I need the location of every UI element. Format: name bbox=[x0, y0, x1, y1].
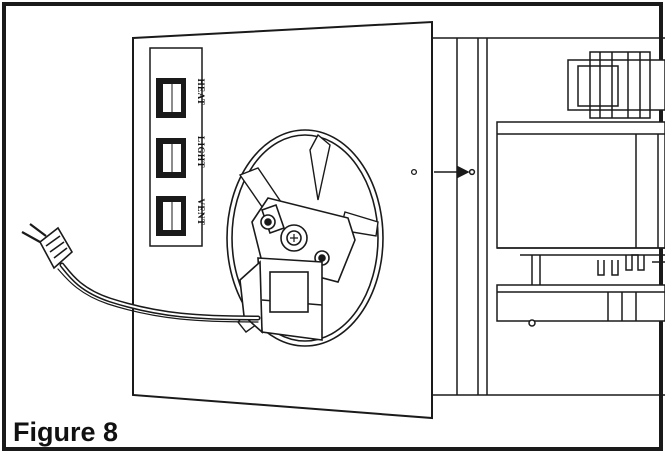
power-plug bbox=[21, 223, 74, 270]
caption-background bbox=[6, 411, 156, 447]
door-mounting-hole bbox=[410, 168, 418, 176]
figure-caption: Figure 8 bbox=[13, 417, 118, 447]
heater-assembly bbox=[496, 51, 665, 327]
switch-label-light: LIGHT bbox=[196, 136, 206, 168]
switch-label-vent: VENT bbox=[196, 198, 206, 225]
power-cord bbox=[57, 262, 261, 323]
switch-label-heat: HEAT bbox=[196, 79, 206, 106]
switch-light[interactable] bbox=[156, 138, 186, 178]
switch-heat[interactable] bbox=[156, 78, 186, 118]
fan-motor bbox=[239, 197, 356, 341]
switch-vent[interactable] bbox=[156, 196, 186, 236]
